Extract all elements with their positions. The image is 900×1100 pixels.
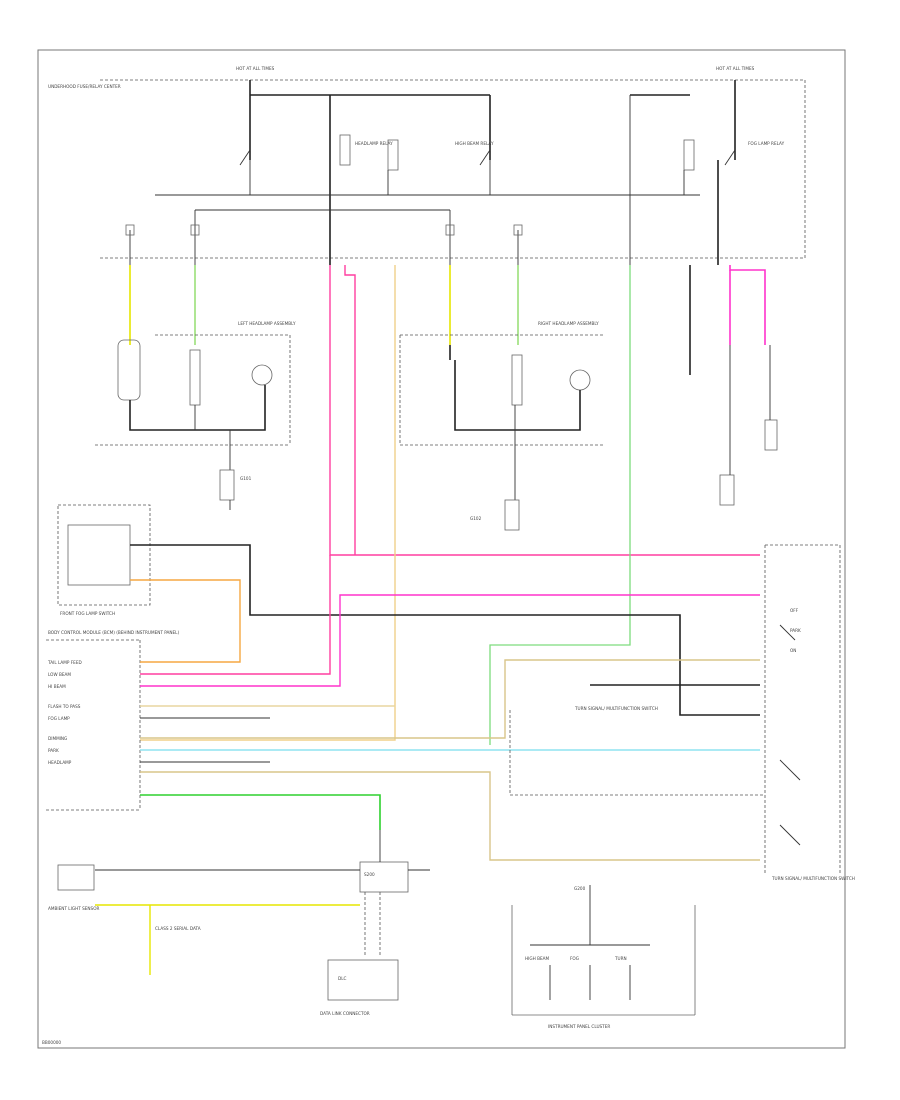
turn-signal-switch: TURN SIGNAL/ MULTIFUNCTION SWITCH OFF PA… (764, 544, 855, 881)
left-headlamp-assembly: LEFT HEADLAMP ASSEMBLY (95, 321, 296, 470)
relay-outputs (155, 160, 719, 265)
top-bus (249, 80, 736, 265)
wire-tan-4 (140, 771, 760, 861)
headlamp-switch-label: TURN SIGNAL/ MULTIFUNCTION SWITCH (574, 706, 658, 711)
ground-center: G102 (470, 499, 520, 531)
wire-pink-2 (344, 265, 356, 555)
wire-orange-2 (140, 640, 241, 663)
wire-tan-3 (140, 659, 760, 739)
ambient-light-sensor: AMBIENT LIGHT SENSOR CLASS 2 SERIAL DATA (48, 864, 360, 975)
right-headlamp-assembly: RIGHT HEADLAMP ASSEMBLY (399, 321, 605, 500)
ambient-sensor-label: AMBIENT LIGHT SENSOR (48, 906, 99, 911)
switch-state-off: OFF (790, 608, 799, 613)
right-headlamp-label: RIGHT HEADLAMP ASSEMBLY (538, 321, 599, 326)
wire-magenta-1 (729, 265, 766, 345)
footer-code: BB00000 (42, 1040, 61, 1045)
fog-lamp-relay-label: FOG LAMP RELAY (748, 141, 785, 146)
left-headlamp-label: LEFT HEADLAMP ASSEMBLY (238, 321, 296, 326)
center-splice: S200 (95, 830, 430, 955)
dlc-label: DLC (338, 976, 347, 981)
wire-tan-1 (140, 265, 396, 741)
fog-lamp-relay: FOG LAMP RELAY (683, 139, 785, 171)
headlamp-relay: HEADLAMP RELAY (239, 134, 393, 166)
body-control-module: BODY CONTROL MODULE (BCM) (BEHIND INSTRU… (46, 630, 179, 811)
wire-magenta-3 (140, 594, 760, 687)
bcm-pin-3: HI BEAM (48, 684, 66, 689)
wire-green-3 (489, 265, 631, 745)
ground-g200-label: G200 (574, 886, 586, 891)
ground-center-label: G102 (470, 516, 482, 521)
headlamp-switch-module: TURN SIGNAL/ MULTIFUNCTION SWITCH (509, 706, 765, 796)
ground-left: G101 (219, 469, 252, 510)
fog-lamp-switch: FRONT FOG LAMP SWITCH (57, 504, 760, 716)
bcm-pin-8: HEADLAMP (48, 760, 72, 765)
bcm-pin-2: LOW BEAM (48, 672, 71, 677)
switch-state-on: ON (790, 648, 796, 653)
switch-state-park: PARK (790, 628, 801, 633)
instrument-cluster: INSTRUMENT PANEL CLUSTER HIGH BEAM FOG T… (511, 885, 696, 1029)
wire-pink-3 (140, 555, 331, 675)
fuse-label-right: HOT AT ALL TIMES (716, 66, 755, 71)
bcm-pin-4: FLASH TO PASS (48, 704, 81, 709)
high-beam-relay-label: HIGH BEAM RELAY (455, 141, 494, 146)
ground-left-label: G101 (240, 476, 252, 481)
bcm-pin-1: TAIL LAMP FEED (47, 660, 82, 665)
turn-switch-label: TURN SIGNAL/ MULTIFUNCTION SWITCH (771, 876, 855, 881)
headlamp-relay-label: HEADLAMP RELAY (355, 141, 393, 146)
underhood-fuse-block-label: UNDERHOOD FUSE/RELAY CENTER (48, 84, 121, 89)
bcm-pin-5: FOG LAMP (48, 716, 70, 721)
high-beam-relay: HIGH BEAM RELAY (387, 139, 494, 171)
bcm-pin-7: PARK (48, 748, 59, 753)
dlc-caption: DATA LINK CONNECTOR (320, 1011, 370, 1016)
data-link-connector: DLC DATA LINK CONNECTOR (320, 959, 399, 1016)
wire-green-4 (140, 794, 381, 830)
bcm-pin-6: DIMMING (48, 736, 67, 741)
underhood-fuse-block: UNDERHOOD FUSE/RELAY CENTER (48, 79, 806, 260)
splice-label: S200 (364, 872, 375, 877)
fuse-row (125, 209, 523, 265)
bcm-label: BODY CONTROL MODULE (BCM) (BEHIND INSTRU… (48, 630, 179, 635)
ground-right (719, 345, 778, 506)
cluster-ind-3: TURN (614, 956, 627, 961)
fuse-label-left: HOT AT ALL TIMES (236, 66, 275, 71)
diagram-frame (37, 49, 846, 1049)
wire-orange-1 (130, 579, 241, 640)
cluster-ind-1: HIGH BEAM (525, 956, 549, 961)
class2-label: CLASS 2 SERIAL DATA (155, 926, 201, 931)
cluster-ind-2: FOG (570, 956, 579, 961)
fog-lamp-switch-label: FRONT FOG LAMP SWITCH (60, 611, 115, 616)
cluster-caption: INSTRUMENT PANEL CLUSTER (548, 1024, 610, 1029)
